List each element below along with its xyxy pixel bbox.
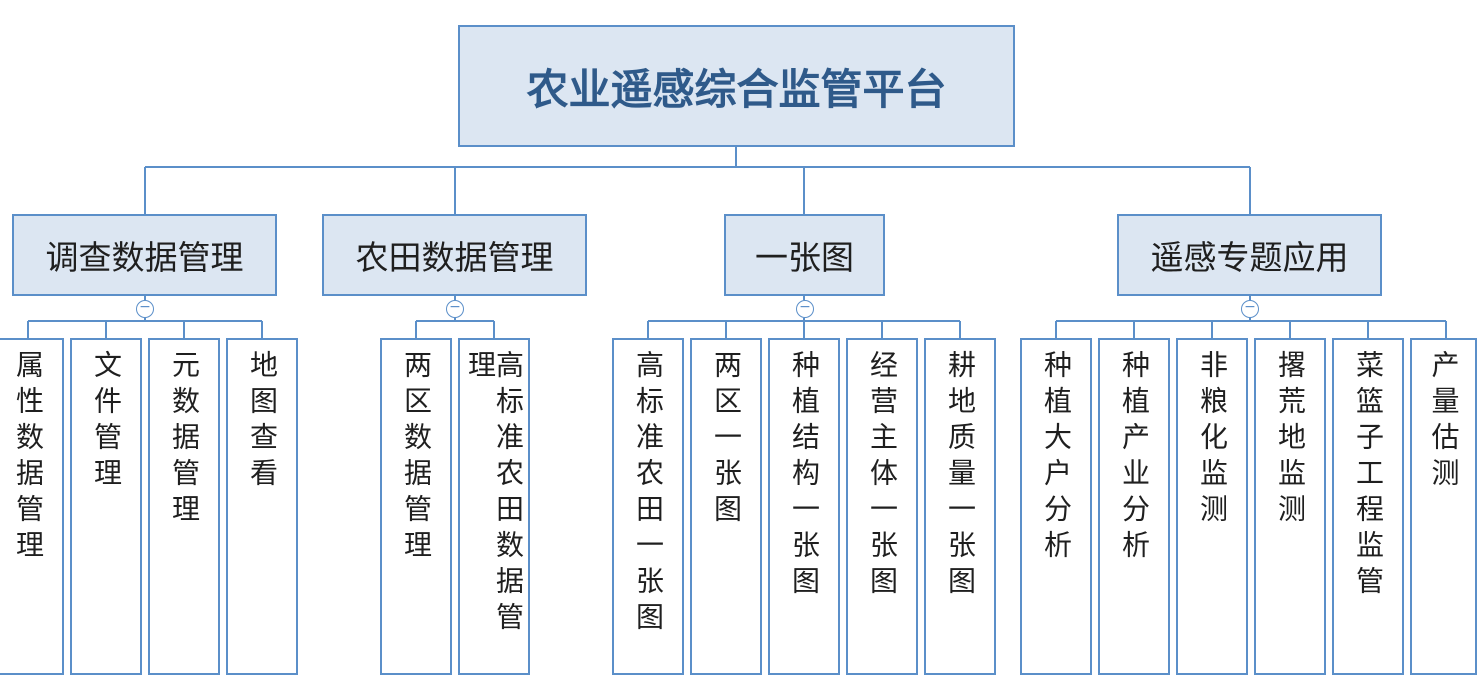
leaf-abandoned-land-monitoring[interactable]: 撂荒地监测: [1254, 338, 1326, 675]
leaf-label: 种植大户分析: [1040, 350, 1073, 566]
leaf-label: 耕地质量一张图: [944, 350, 977, 602]
branch-label: 调查数据管理: [45, 238, 244, 277]
leaf-label: 两区数据管理: [400, 350, 433, 566]
branch-label: 一张图: [755, 238, 854, 277]
leaf-map-view[interactable]: 地图查看: [226, 338, 298, 675]
leaf-non-grain-monitoring[interactable]: 非粮化监测: [1176, 338, 1248, 675]
leaf-label: 两区一张图: [710, 350, 743, 530]
leaf-high-standard-farmland-map[interactable]: 高标准农田一张图: [612, 338, 684, 675]
leaf-label: 经营主体一张图: [866, 350, 899, 602]
leaf-file-management[interactable]: 文件管理: [70, 338, 142, 675]
branch-label: 遥感专题应用: [1150, 238, 1349, 277]
leaf-label: 属性数据管理: [12, 350, 45, 566]
leaf-vegetable-basket-supervision[interactable]: 菜篮子工程监管: [1332, 338, 1404, 675]
leaf-label: 地图查看: [246, 350, 279, 494]
leaf-label: 高标准农田数据管理: [464, 350, 525, 638]
leaf-label: 产量估测: [1427, 350, 1461, 494]
root-node[interactable]: 农业遥感综合监管平台: [458, 25, 1015, 147]
collapse-toggle-icon[interactable]: −: [136, 300, 154, 318]
branch-survey-data[interactable]: 调查数据管理: [12, 214, 277, 296]
branch-label: 农田数据管理: [355, 238, 554, 277]
leaf-large-grower-analysis[interactable]: 种植大户分析: [1020, 338, 1092, 675]
collapse-toggle-icon[interactable]: −: [1241, 300, 1259, 318]
leaf-two-zones-map[interactable]: 两区一张图: [690, 338, 762, 675]
leaf-label: 种植产业分析: [1118, 350, 1151, 566]
leaf-label: 元数据管理: [168, 350, 201, 530]
leaf-attribute-data[interactable]: 属性数据管理: [0, 338, 64, 675]
root-title: 农业遥感综合监管平台: [526, 64, 947, 114]
leaf-high-standard-farmland-data[interactable]: 高标准农田数据管理: [458, 338, 530, 675]
collapse-toggle-icon[interactable]: −: [446, 300, 464, 318]
leaf-label: 高标准农田一张图: [632, 350, 665, 638]
leaf-two-zones-data[interactable]: 两区数据管理: [380, 338, 452, 675]
branch-remote-sensing[interactable]: 遥感专题应用: [1117, 214, 1382, 296]
leaf-label: 种植结构一张图: [788, 350, 821, 602]
leaf-label: 撂荒地监测: [1274, 350, 1307, 530]
leaf-label: 非粮化监测: [1196, 350, 1229, 530]
branch-one-map[interactable]: 一张图: [724, 214, 885, 296]
leaf-operating-entity-map[interactable]: 经营主体一张图: [846, 338, 918, 675]
leaf-farmland-quality-map[interactable]: 耕地质量一张图: [924, 338, 996, 675]
leaf-metadata[interactable]: 元数据管理: [148, 338, 220, 675]
leaf-planting-structure-map[interactable]: 种植结构一张图: [768, 338, 840, 675]
collapse-toggle-icon[interactable]: −: [796, 300, 814, 318]
branch-farmland-data[interactable]: 农田数据管理: [322, 214, 587, 296]
leaf-label: 文件管理: [90, 350, 123, 494]
leaf-yield-estimation[interactable]: 产量估测: [1410, 338, 1477, 675]
leaf-label: 菜篮子工程监管: [1352, 350, 1385, 602]
leaf-planting-industry-analysis[interactable]: 种植产业分析: [1098, 338, 1170, 675]
